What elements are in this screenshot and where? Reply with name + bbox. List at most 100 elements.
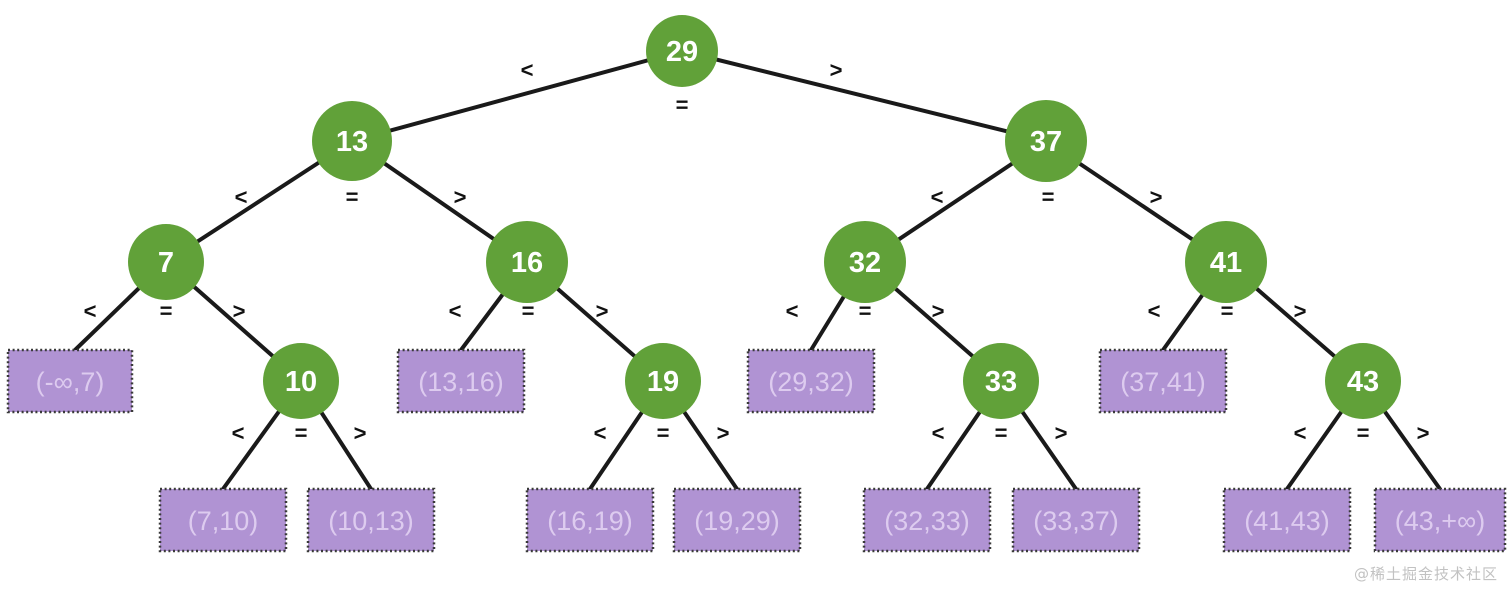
node-circle (824, 221, 906, 303)
leaf-interval-label: (29,32) (768, 367, 854, 397)
node-key-label: 10 (285, 366, 317, 398)
comparison-operator-label: = (1221, 299, 1234, 324)
node-circle (1325, 343, 1401, 419)
comparison-operator-label: < (786, 299, 799, 324)
leaf-box (1098, 348, 1228, 414)
leaf-box (1373, 487, 1507, 553)
leaf-node[interactable]: (7,10) (158, 487, 288, 553)
comparison-operator-label: < (449, 299, 462, 324)
leaf-node[interactable]: (19,29) (672, 487, 802, 553)
tree-node[interactable]: 19 (625, 343, 701, 419)
leaf-interval-label: (13,16) (418, 367, 504, 397)
tree-node[interactable]: 29 (646, 15, 718, 87)
node-circle (1185, 221, 1267, 303)
tree-node[interactable]: 32 (824, 221, 906, 303)
leaf-interval-label: (33,37) (1033, 506, 1119, 536)
tree-node[interactable]: 41 (1185, 221, 1267, 303)
leaf-interval-label: (-∞,7) (36, 367, 105, 397)
leaf-box (158, 487, 288, 553)
leaf-interval-label: (43,+∞) (1395, 506, 1486, 536)
leaf-node[interactable]: (13,16) (396, 348, 526, 414)
leaf-box (525, 487, 655, 553)
comparison-operator-label: > (830, 58, 843, 83)
node-circle (963, 343, 1039, 419)
tree-node[interactable]: 16 (486, 221, 568, 303)
tree-node[interactable]: 33 (963, 343, 1039, 419)
node-key-label: 16 (511, 247, 543, 279)
comparison-operator-label: < (235, 185, 248, 210)
comparison-operator-label: > (1417, 421, 1430, 446)
leaf-interval-label: (19,29) (694, 506, 780, 536)
node-key-label: 33 (985, 366, 1017, 398)
comparison-operator-label: = (676, 93, 689, 118)
comparison-operator-label: < (232, 421, 245, 446)
comparison-operator-label: < (594, 421, 607, 446)
tree-node[interactable]: 13 (312, 101, 392, 181)
tree-node[interactable]: 43 (1325, 343, 1401, 419)
edge-labels-group: <=><=><=><=><=><=><=><=><=><=><=> (84, 58, 1430, 446)
leaf-box (306, 487, 436, 553)
node-key-label: 43 (1347, 366, 1379, 398)
comparison-operator-label: > (717, 421, 730, 446)
leaf-node[interactable]: (29,32) (746, 348, 876, 414)
internal-nodes-group: 29 13 37 7 16 32 41 10 19 33 43 (128, 15, 1401, 419)
node-key-label: 7 (158, 247, 174, 279)
node-circle (486, 221, 568, 303)
tree-edge (680, 49, 1048, 143)
comparison-operator-label: = (859, 299, 872, 324)
comparison-operator-label: = (295, 421, 308, 446)
comparison-operator-label: = (1042, 185, 1055, 210)
leaf-box (396, 348, 526, 414)
leaf-node[interactable]: (10,13) (306, 487, 436, 553)
leaf-box (862, 487, 992, 553)
comparison-operator-label: = (995, 421, 1008, 446)
tree-node[interactable]: 7 (128, 224, 204, 300)
leaf-node[interactable]: (-∞,7) (6, 348, 134, 414)
comparison-operator-label: < (1294, 421, 1307, 446)
node-key-label: 13 (336, 126, 368, 158)
node-circle (263, 343, 339, 419)
comparison-operator-label: = (1357, 421, 1370, 446)
leaf-box (6, 348, 134, 414)
leaf-interval-label: (37,41) (1120, 367, 1206, 397)
node-key-label: 29 (666, 36, 698, 68)
comparison-operator-label: = (160, 299, 173, 324)
leaf-interval-label: (16,19) (547, 506, 633, 536)
comparison-operator-label: > (233, 299, 246, 324)
leaf-node[interactable]: (41,43) (1222, 487, 1352, 553)
leaf-node[interactable]: (16,19) (525, 487, 655, 553)
comparison-operator-label: > (354, 421, 367, 446)
leaf-node[interactable]: (43,+∞) (1373, 487, 1507, 553)
comparison-operator-label: > (1294, 299, 1307, 324)
node-circle (646, 15, 718, 87)
leaf-interval-label: (41,43) (1244, 506, 1330, 536)
comparison-operator-label: = (522, 299, 535, 324)
tree-edge (350, 49, 684, 143)
comparison-operator-label: > (1055, 421, 1068, 446)
leaf-interval-label: (32,33) (884, 506, 970, 536)
node-key-label: 37 (1030, 126, 1062, 158)
node-key-label: 32 (849, 247, 881, 279)
comparison-operator-label: > (596, 299, 609, 324)
watermark-text: @稀土掘金技术社区 (1353, 565, 1498, 583)
comparison-operator-label: > (1150, 185, 1163, 210)
tree-node[interactable]: 37 (1005, 100, 1087, 182)
tree-node[interactable]: 10 (263, 343, 339, 419)
node-key-label: 19 (647, 366, 679, 398)
node-key-label: 41 (1210, 247, 1242, 279)
leaf-node[interactable]: (37,41) (1098, 348, 1228, 414)
leaf-node[interactable]: (33,37) (1011, 487, 1141, 553)
comparison-operator-label: > (932, 299, 945, 324)
comparison-operator-label: < (521, 58, 534, 83)
leaf-interval-label: (7,10) (188, 506, 259, 536)
leaf-node[interactable]: (32,33) (862, 487, 992, 553)
comparison-operator-label: > (454, 185, 467, 210)
comparison-operator-label: < (84, 299, 97, 324)
leaf-nodes-group: (-∞,7) (13,16) (29,32) (37,41) (7,10) (10,13)… (6, 348, 1507, 553)
node-circle (1005, 100, 1087, 182)
comparison-operator-label: = (657, 421, 670, 446)
comparison-operator-label: < (1148, 299, 1161, 324)
node-circle (128, 224, 204, 300)
comparison-operator-label: < (932, 421, 945, 446)
